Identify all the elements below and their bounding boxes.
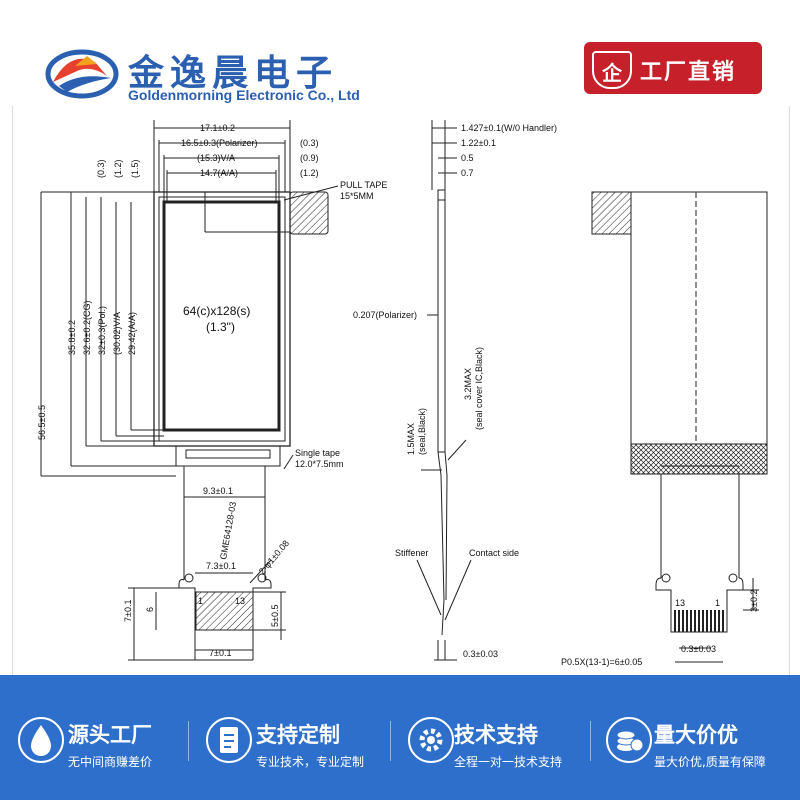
document-icon [206,717,252,763]
side-view [416,120,472,661]
divider [590,721,591,761]
v-dim-30-02: (30.02)V/A [112,312,122,355]
feature-title: 技术支持 [454,723,538,747]
company-name-en: Goldenmorning Electronic Co., Ltd [128,87,360,103]
factory-direct-label: 工厂直销 [640,60,737,85]
dim-14-7-r: (1.2) [300,168,319,178]
feature-subtitle: 专业技术，专业定制 [256,755,365,769]
side-fpc-thickness: 0.3±0.03 [463,649,498,659]
shield-icon: 企 [592,51,632,89]
side-seal-1: 1.5MAX [406,423,416,455]
coins-icon [606,717,652,763]
resolution-label: 64(c)x128(s) [183,304,250,318]
feature-source-factory: 源头工厂 无中间商赚差价 [0,675,200,800]
feature-tech-support: 技术支持 全程一对一技术支持 [400,675,600,800]
side-dim-1-427: 1.427±0.1(W/0 Handler) [461,123,557,133]
dim-15-3: (15.3)V/A [197,153,235,163]
back-view [591,191,768,663]
v-dim-35-8: 35.8±0.2 [67,320,77,355]
front-pin-1: 1 [198,596,203,606]
side-seal-1-black: (seal,Black) [417,408,427,455]
pull-tape-size: 15*5MM [340,191,374,201]
dim-16-5: 16.5±0.3(Polarizer) [181,138,257,148]
back-pin-13: 13 [675,598,685,608]
stiffener-label: Stiffener [395,548,428,558]
back-pitch-width: 0.3±0.03 [681,644,716,654]
dim-7-horizontal: 7±0.1 [209,648,231,658]
dim-16-5-r: (0.3) [300,138,319,148]
diagonal-label: (1.3") [206,320,235,334]
dim-6: 6 [145,607,155,612]
header: 金逸晨电子 Goldenmorning Electronic Co., Ltd … [0,0,800,107]
divider [188,721,189,761]
front-pin-13: 13 [235,596,245,606]
single-tape-label: Single tape [295,448,340,458]
dim-15-3-r: (0.9) [300,153,319,163]
side-polarizer: 0.207(Polarizer) [353,310,417,320]
flame-drop-icon [18,717,64,763]
side-dim-0-7: 0.7 [461,168,474,178]
pull-tape-label: PULL TAPE [340,180,387,190]
feature-footer: 源头工厂 无中间商赚差价 支持定制 专业技术，专业定制 技术支持 全程一对一技术… [0,675,800,800]
holes-spec: 2-φ1±0.08 [257,538,291,576]
v-dim-29-42: 29.42(A/A) [127,312,137,355]
front-view [40,120,339,661]
back-pitch: P0.5X(13-1)=6±0.05 [561,657,642,667]
factory-direct-badge: 企 工厂直销 [584,42,762,94]
feature-subtitle: 量大价优,质量有保障 [654,755,766,769]
dim-7-3: 7.3±0.1 [206,561,236,571]
v-dim-56-5: 56.5±0.5 [37,405,47,440]
side-seal-2-cover: (seal cover IC,Black) [474,347,484,430]
feature-customization: 支持定制 专业技术，专业定制 [200,675,400,800]
feature-bulk-price: 量大价优 量大价优,质量有保障 [600,675,800,800]
company-logo-icon [45,49,119,99]
gear-icon [408,717,454,763]
technical-drawing: 17.1±0.2 16.5±0.3(Polarizer) (0.3) (15.3… [12,106,790,675]
back-dim-3: 3±0.2 [749,590,759,612]
side-dim-0-5: 0.5 [461,153,474,163]
single-tape-size: 12.0*7.5mm [295,459,344,469]
divider [390,721,391,761]
back-pin-1: 1 [715,598,720,608]
company-name-cn: 金逸晨电子 [128,53,339,94]
dim-17-1: 17.1±0.2 [200,123,235,133]
feature-title: 支持定制 [256,723,340,747]
part-number: GME64128-03 [218,501,238,560]
v-dim-12: (1.2) [113,159,123,178]
drawing-canvas: 17.1±0.2 16.5±0.3(Polarizer) (0.3) (15.3… [37,120,768,667]
side-seal-2: 3.2MAX [463,368,473,400]
contact-side-label: Contact side [469,548,519,558]
feature-title: 源头工厂 [68,723,152,747]
v-dim-15: (1.5) [130,159,140,178]
dim-7-vertical: 7±0.1 [123,600,133,622]
fpc-width: 9.3±0.1 [203,486,233,496]
v-dim-32-6: 32.6±0.2(CG) [82,301,92,355]
feature-title: 量大价优 [654,723,738,747]
feature-subtitle: 无中间商赚差价 [68,755,153,769]
v-dim-32: 32±0.3(Pol.) [97,306,107,355]
feature-subtitle: 全程一对一技术支持 [454,755,563,769]
dim-5: 5±0.5 [270,605,280,627]
side-dim-1-22: 1.22±0.1 [461,138,496,148]
dim-14-7: 14.7(A/A) [200,168,238,178]
v-dim-03: (0.3) [96,159,106,178]
